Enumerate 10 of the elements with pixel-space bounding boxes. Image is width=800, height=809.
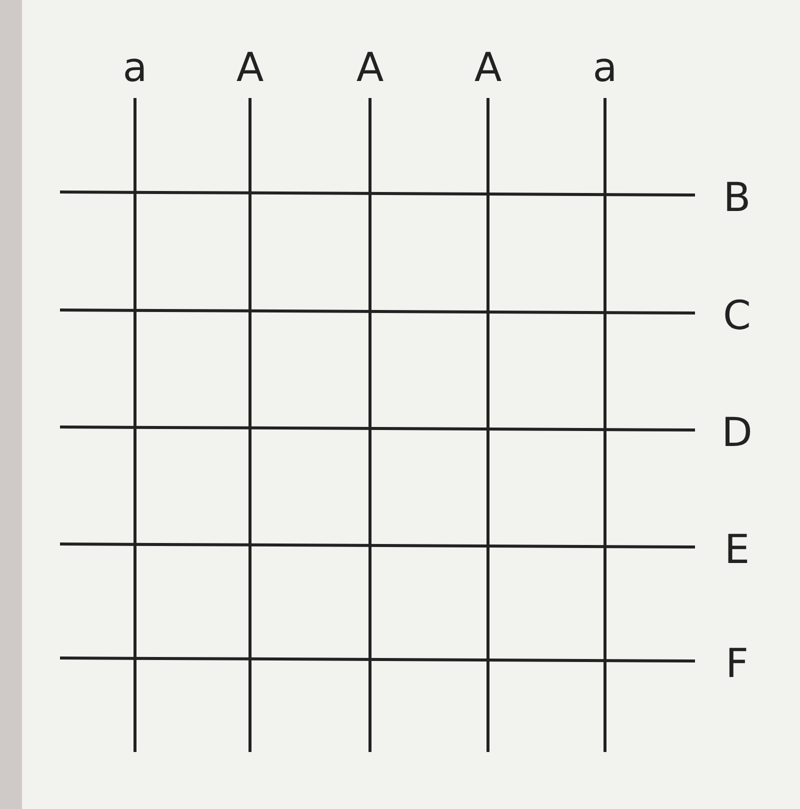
column-label: A bbox=[356, 48, 384, 88]
column-label: A bbox=[474, 48, 502, 88]
row-label: E bbox=[724, 530, 750, 570]
column-label: A bbox=[236, 48, 264, 88]
row-label: D bbox=[722, 413, 752, 453]
column-label: a bbox=[592, 48, 618, 88]
column-label: a bbox=[122, 48, 148, 88]
row-label: F bbox=[726, 644, 748, 684]
row-label: C bbox=[723, 296, 751, 336]
row-label: B bbox=[723, 178, 751, 218]
